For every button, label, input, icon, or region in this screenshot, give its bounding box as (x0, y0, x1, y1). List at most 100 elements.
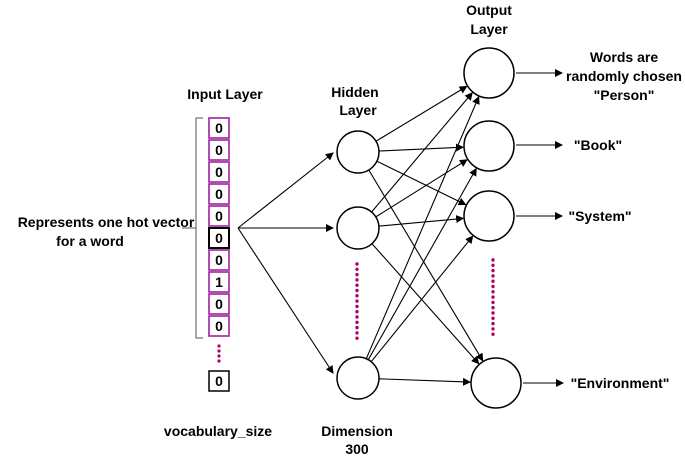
ellipsis-dot (217, 344, 221, 348)
ellipsis-dot (355, 320, 359, 324)
input-cell-value: 0 (215, 208, 223, 224)
hidden-layer-label-line2: Layer (339, 102, 377, 118)
ellipsis-dot (355, 315, 359, 319)
output-node-3 (463, 190, 515, 242)
ellipsis-dot (217, 359, 221, 363)
hidden-node-2 (336, 206, 380, 250)
ellipsis-dot (355, 299, 359, 303)
ellipsis-dot (491, 258, 495, 262)
input-cell-value: 0 (215, 296, 223, 312)
ellipsis-dot (491, 316, 495, 320)
ellipsis-dot (491, 263, 495, 267)
output-word-2: "Book" (574, 137, 622, 153)
ellipsis-dot (491, 300, 495, 305)
input-cell (208, 183, 230, 205)
input-cell-value: 0 (215, 164, 223, 180)
ellipsis-dot (491, 306, 495, 310)
input-ellipsis-dots (217, 344, 221, 363)
outputs-note-line2: randomly chosen (566, 68, 682, 84)
ellipsis-dot (355, 267, 359, 271)
input-cell-value: 0 (215, 142, 223, 158)
hidden-output-edge (378, 215, 465, 227)
input-cell-value: 0 (215, 252, 223, 268)
output-node-2 (463, 120, 515, 172)
input-cell (208, 161, 230, 183)
input-cell-value: 1 (215, 274, 223, 290)
input-cell (208, 315, 230, 337)
ellipsis-dot (355, 278, 359, 282)
ellipsis-dot (217, 354, 221, 358)
hidden-output-edge (378, 377, 471, 386)
input-vector: 0 0 0 0 0 0 0 1 0 0 (208, 117, 230, 337)
output-word-4: "Environment" (571, 375, 670, 391)
ellipsis-dot (491, 332, 495, 336)
hidden-output-edge (365, 95, 480, 359)
hidden-output-edge (368, 169, 484, 362)
hidden-node-1 (336, 130, 380, 174)
input-cell (208, 249, 230, 271)
arrow-input-to-hidden-1 (237, 152, 334, 229)
input-last-cell-value: 0 (215, 373, 223, 389)
output-ellipsis-dots (491, 258, 495, 336)
input-layer-label: Input Layer (187, 86, 263, 102)
ellipsis-dot (355, 304, 359, 309)
input-cell (208, 227, 230, 249)
dimension-label-line2: 300 (345, 441, 369, 456)
ellipsis-dot (355, 336, 359, 340)
output-layer-label-line2: Layer (470, 21, 508, 37)
input-cell (208, 271, 230, 293)
input-cell-value: 0 (215, 186, 223, 202)
ellipsis-dot (491, 279, 495, 283)
ellipsis-dot (355, 262, 359, 266)
vocab-size-label: vocabulary_size (164, 423, 272, 439)
ellipsis-dot (491, 327, 495, 331)
hidden-layer-label-line1: Hidden (331, 84, 378, 100)
ellipsis-dot (355, 294, 359, 298)
hidden-output-edge (370, 235, 474, 363)
hidden-node-3 (336, 356, 380, 400)
input-cell-value: 0 (215, 120, 223, 136)
hidden-output-edge (378, 143, 464, 152)
output-layer-label-line1: Output (466, 2, 512, 18)
hidden-output-connections (365, 85, 484, 386)
dimension-label-line1: Dimension (321, 423, 393, 439)
ellipsis-dot (491, 295, 495, 299)
input-cell-value: 0 (215, 318, 223, 334)
ellipsis-dot (491, 311, 495, 315)
hidden-output-edge (376, 160, 467, 206)
arrow-input-to-hidden-3 (237, 227, 334, 374)
input-cell (208, 293, 230, 315)
outputs-note-line1: Words are (590, 49, 658, 65)
ellipsis-dot (217, 349, 221, 353)
ellipsis-dot (355, 310, 359, 314)
ellipsis-dot (491, 274, 495, 278)
input-bracket (195, 117, 203, 339)
hidden-output-edge (371, 92, 473, 213)
output-word-1: "Person" (594, 87, 655, 103)
one-hot-label-line1: Represents one hot vector (18, 214, 195, 230)
ellipsis-dot (491, 290, 495, 294)
output-node-4 (470, 357, 522, 409)
ellipsis-dot (355, 331, 359, 335)
hidden-output-edge (375, 85, 468, 142)
ellipsis-dot (491, 268, 495, 273)
ellipsis-dot (355, 288, 359, 293)
ellipsis-dot (355, 283, 359, 287)
input-last-cell (208, 370, 230, 392)
hidden-output-edge (371, 243, 480, 365)
ellipsis-dot (491, 284, 495, 289)
input-cell (208, 139, 230, 161)
ellipsis-dot (355, 272, 359, 277)
ellipsis-dot (355, 325, 359, 330)
input-cell-value: 0 (215, 230, 223, 246)
input-cell (208, 117, 230, 139)
input-cell (208, 205, 230, 227)
output-node-1 (463, 47, 515, 99)
output-word-3: "System" (568, 208, 631, 224)
hidden-output-edge (367, 167, 477, 360)
one-hot-label-line2: for a word (56, 233, 124, 249)
hidden-output-edge (375, 159, 468, 218)
hidden-ellipsis-dots (355, 262, 359, 340)
ellipsis-dot (491, 321, 495, 326)
